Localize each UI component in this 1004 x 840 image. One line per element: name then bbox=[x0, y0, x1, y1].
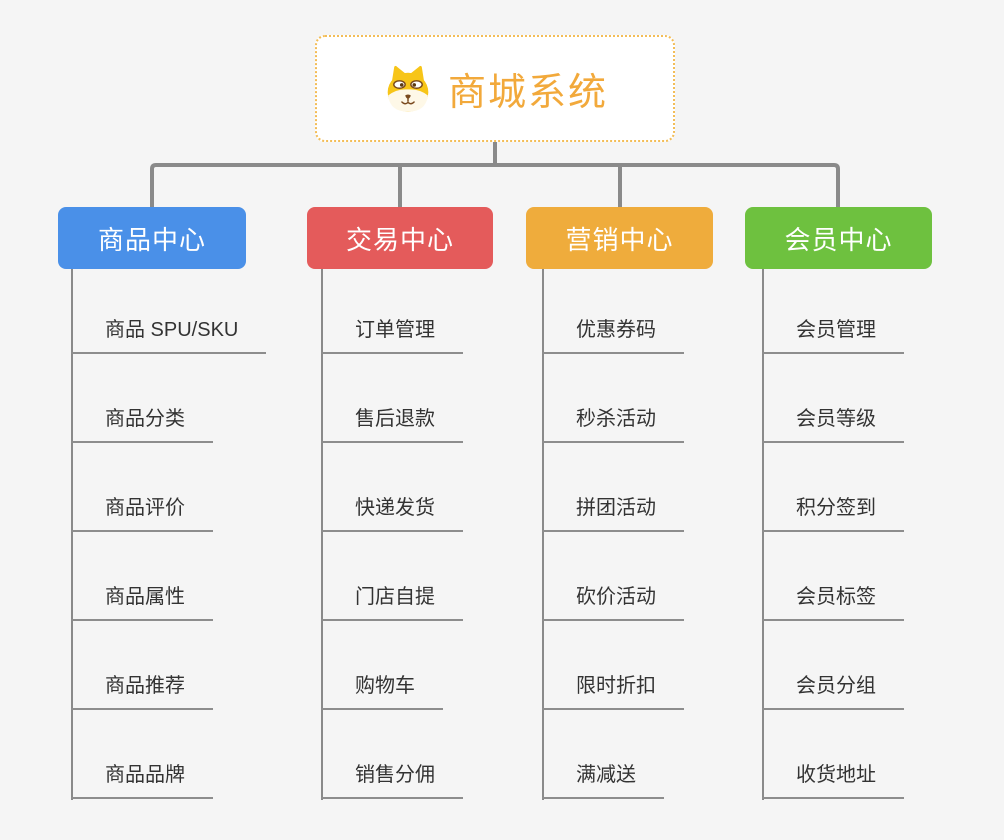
leaf-node[interactable]: 积分签到 bbox=[762, 494, 904, 532]
leaf-node[interactable]: 订单管理 bbox=[321, 316, 463, 354]
leaf-node[interactable]: 满减送 bbox=[542, 761, 664, 799]
leaf-node[interactable]: 会员管理 bbox=[762, 316, 904, 354]
leaf-node[interactable]: 门店自提 bbox=[321, 583, 463, 621]
leaf-node[interactable]: 商品品牌 bbox=[71, 761, 213, 799]
branch-node-member-center[interactable]: 会员中心 bbox=[745, 207, 932, 269]
leaf-node[interactable]: 拼团活动 bbox=[542, 494, 684, 532]
shiba-dog-icon bbox=[382, 63, 434, 115]
branch-node-trade-center[interactable]: 交易中心 bbox=[307, 207, 493, 269]
leaf-node[interactable]: 会员等级 bbox=[762, 405, 904, 443]
leaf-node[interactable]: 商品分类 bbox=[71, 405, 213, 443]
leaf-node[interactable]: 会员分组 bbox=[762, 672, 904, 710]
branch-node-marketing-center[interactable]: 营销中心 bbox=[526, 207, 713, 269]
leaf-node[interactable]: 购物车 bbox=[321, 672, 443, 710]
leaf-node[interactable]: 限时折扣 bbox=[542, 672, 684, 710]
root-node[interactable]: 商城系统 bbox=[315, 35, 675, 142]
leaf-node[interactable]: 售后退款 bbox=[321, 405, 463, 443]
leaf-node[interactable]: 优惠券码 bbox=[542, 316, 684, 354]
leaf-node[interactable]: 收货地址 bbox=[762, 761, 904, 799]
leaf-node[interactable]: 商品评价 bbox=[71, 494, 213, 532]
leaf-node[interactable]: 秒杀活动 bbox=[542, 405, 684, 443]
leaf-node[interactable]: 快递发货 bbox=[321, 494, 463, 532]
leaf-node[interactable]: 会员标签 bbox=[762, 583, 904, 621]
branch-rail bbox=[150, 163, 840, 207]
leaf-node[interactable]: 商品推荐 bbox=[71, 672, 213, 710]
leaf-node[interactable]: 砍价活动 bbox=[542, 583, 684, 621]
root-node-label: 商城系统 bbox=[447, 72, 608, 114]
branch-node-goods-center[interactable]: 商品中心 bbox=[58, 207, 246, 269]
leaf-node[interactable]: 商品属性 bbox=[71, 583, 213, 621]
leaf-node[interactable]: 商品 SPU/SKU bbox=[71, 316, 267, 354]
leaf-node[interactable]: 销售分佣 bbox=[321, 761, 463, 799]
